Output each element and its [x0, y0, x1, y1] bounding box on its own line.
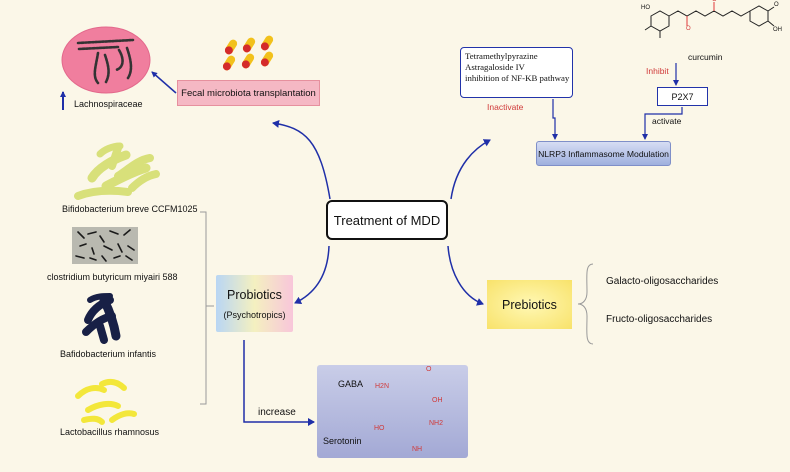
- herbal-compounds-box: Tetramethylpyrazine Astragaloside IV inh…: [460, 47, 573, 98]
- probiotics-box: Probiotics (Psychotropics): [216, 275, 293, 332]
- probiotics-subtitle: (Psychotropics): [223, 309, 286, 320]
- gaba-atom-2: O: [426, 366, 432, 373]
- fecal-microbiota-transplantation-box: Fecal microbiota transplantation: [177, 80, 320, 106]
- herb-line-2: Astragaloside IV: [465, 62, 525, 72]
- strain-label-2: clostridium butyricum miyairi 588: [47, 272, 178, 282]
- prebiotics-bracket: [577, 263, 594, 345]
- metabolites-box: [317, 365, 468, 458]
- bifidobacterium-infantis-image: [82, 293, 121, 344]
- inactivate-label: Inactivate: [487, 102, 524, 112]
- center-to-fmt-arrow: [272, 119, 331, 200]
- curcumin-atom-3: O: [712, 0, 717, 3]
- increase-metabolites-arrow: [243, 340, 315, 426]
- curcumin-structure: [644, 2, 775, 38]
- bifidobacterium-breve-image: [74, 142, 160, 200]
- capsule-pills-image: [222, 35, 274, 71]
- curcumin-atom-5: O: [774, 2, 779, 8]
- center-to-nlrp3-arrow: [450, 139, 491, 200]
- inactivate-arrow: [552, 99, 558, 140]
- herb-line-1: Tetramethylpyrazine: [465, 51, 538, 61]
- lachnospiraceae-label: Lachnospiraceae: [74, 99, 143, 109]
- nlrp3-label: NLRP3 Inflammasome Modulation: [538, 148, 669, 159]
- treatment-of-mdd-box: Treatment of MDD: [326, 200, 448, 240]
- clostridium-butyricum-image: [72, 227, 138, 264]
- curcumin-atom-2: O: [686, 26, 691, 32]
- gaba-atom-1: H2N: [375, 383, 390, 390]
- curcumin-atom-1: HO: [641, 5, 650, 11]
- prebiotic-item-1: Galacto-oligosaccharides: [606, 276, 719, 287]
- strain-label-4: Lactobacillus rhamnosus: [60, 427, 160, 437]
- prebiotics-title: Prebiotics: [502, 297, 557, 312]
- prebiotics-box: Prebiotics: [487, 280, 572, 329]
- serotonin-atom-3: NH: [412, 446, 423, 453]
- serotonin-label: Serotonin: [323, 436, 362, 446]
- center-to-prebiotics-arrow: [447, 245, 484, 306]
- fmt-to-lachnospiraceae-arrow: [151, 71, 177, 94]
- center-to-probiotics-arrow: [294, 245, 330, 305]
- gaba-label: GABA: [338, 379, 364, 389]
- prebiotic-item-2: Fructo-oligosaccharides: [606, 314, 713, 325]
- gaba-atom-3: OH: [432, 397, 443, 404]
- nlrp3-inflammasome-box: NLRP3 Inflammasome Modulation: [536, 141, 671, 166]
- lachnospiraceae-image: [61, 26, 151, 94]
- lactobacillus-rhamnosus-image: [75, 378, 137, 425]
- p2x7-label: P2X7: [671, 91, 694, 102]
- strain-label-3: Bafidobacterium infantis: [60, 349, 157, 359]
- p2x7-box: P2X7: [657, 87, 708, 106]
- treatment-of-mdd-label: Treatment of MDD: [333, 212, 441, 228]
- strain-label-1: Bifidobacterium breve CCFM1025: [62, 204, 198, 214]
- activate-label: activate: [652, 116, 682, 126]
- fmt-label: Fecal microbiota transplantation: [181, 87, 316, 99]
- serotonin-atom-2: NH2: [429, 420, 444, 427]
- inhibit-label: Inhibit: [646, 66, 669, 76]
- curcumin-atom-4: OH: [773, 27, 782, 33]
- strains-bracket: [200, 211, 207, 405]
- probiotics-title: Probiotics: [227, 287, 282, 302]
- curcumin-label: curcumin: [688, 52, 723, 62]
- increase-label: increase: [258, 407, 296, 418]
- serotonin-atom-1: HO: [374, 425, 385, 432]
- activate-arrow: [642, 107, 683, 140]
- herb-line-3: inhibition of NF-KB pathway: [465, 73, 570, 83]
